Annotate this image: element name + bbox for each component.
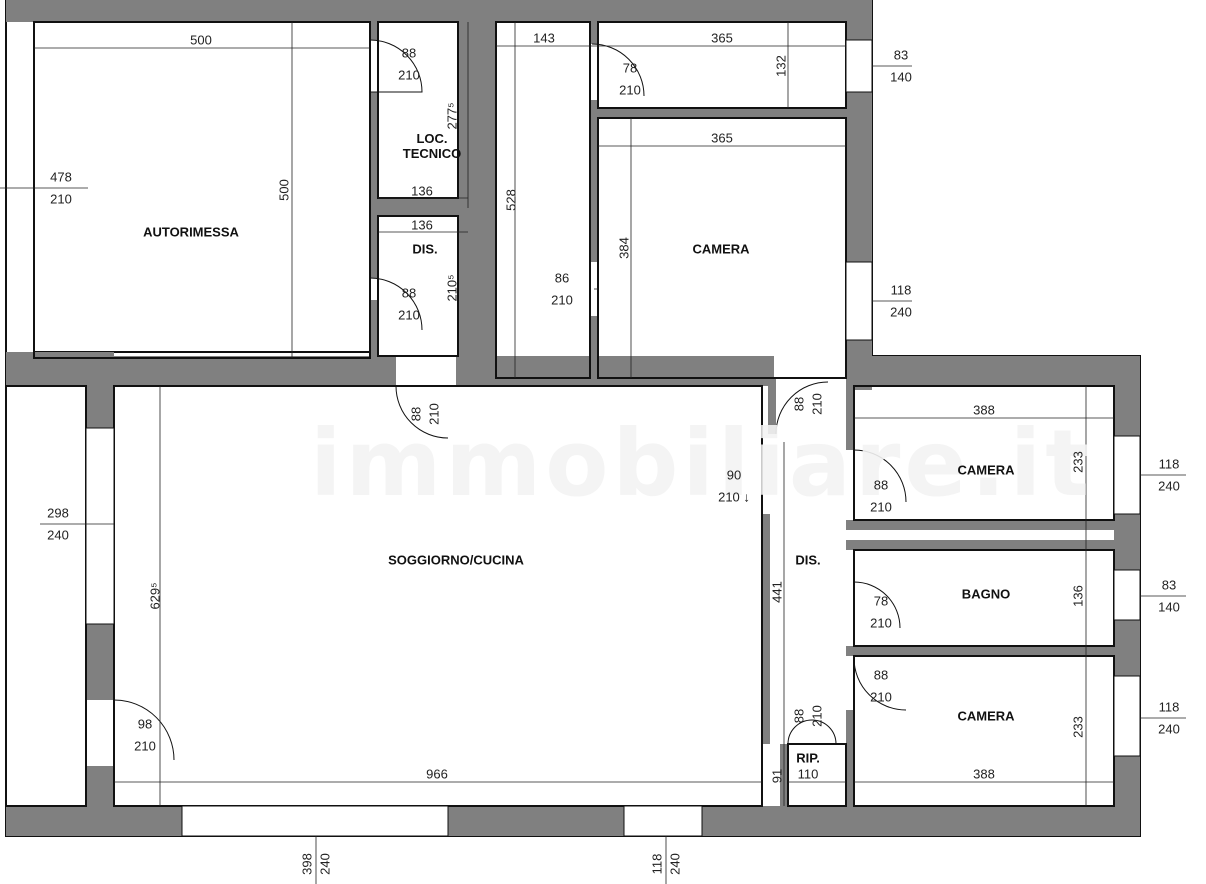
opening-width-label: 88 <box>408 406 424 422</box>
opening-height-label: 210 <box>398 307 420 323</box>
opening-height-label: 210 <box>870 615 892 631</box>
room-label-soggiorno-cucina: SOGGIORNO/CUCINA <box>388 552 524 568</box>
room-label-rip: RIP. <box>796 750 820 766</box>
opening-height-label: 210 <box>809 393 825 415</box>
opening-height-label: 210 <box>426 403 442 425</box>
dimension-label: 277⁵ <box>444 102 460 130</box>
opening-width-label: 98 <box>137 716 153 732</box>
room-label-loc-tecnico: LOC. TECNICO <box>402 131 462 161</box>
dimension-label: 365 <box>711 130 733 146</box>
opening-height-label: 140 <box>890 69 912 85</box>
opening-width-label: 88 <box>791 396 807 412</box>
dimension-label: 500 <box>190 32 212 48</box>
opening-width-label: 478 <box>50 169 72 185</box>
dimension-label: 966 <box>426 766 448 782</box>
wall-mass <box>6 0 1140 836</box>
opening-height-label: 240 <box>1158 721 1180 737</box>
opening-width-label: 78 <box>622 60 638 76</box>
opening-width-label: 88 <box>401 45 417 61</box>
opening-width-label: 83 <box>893 47 909 63</box>
opening-height-label: 210 <box>619 82 641 98</box>
room-label-dis-top: DIS. <box>412 241 438 257</box>
dimension-label: 388 <box>973 766 995 782</box>
door-swings <box>113 39 907 761</box>
dimension-label: 528 <box>503 189 519 211</box>
dimension-label: 110 <box>797 766 819 782</box>
dimension-label: 388 <box>973 402 995 418</box>
dimension-label: 384 <box>616 237 632 259</box>
opening-height-label: 210 <box>134 738 156 754</box>
room-label-dis-main: DIS. <box>795 552 821 568</box>
opening-height-label: 140 <box>1158 599 1180 615</box>
opening-width-label: 88 <box>873 477 889 493</box>
dimension-label: 629⁵ <box>147 582 163 610</box>
opening-width-label: 86 <box>554 270 570 286</box>
opening-height-label: 210 ↓ <box>718 489 750 505</box>
opening-height-label: 240 <box>890 304 912 320</box>
opening-width-label: 298 <box>47 505 69 521</box>
dimension-label: 136 <box>1070 585 1086 607</box>
room-label-camera-1: CAMERA <box>692 241 750 257</box>
room-label-autorimessa: AUTORIMESSA <box>143 224 239 240</box>
opening-width-label: 88 <box>873 667 889 683</box>
opening-height-label: 210 <box>398 67 420 83</box>
opening-width-label: 118 <box>890 282 912 298</box>
opening-width-label: 118 <box>1158 699 1180 715</box>
opening-height-label: 210 <box>551 292 573 308</box>
opening-width-label: 78 <box>873 593 889 609</box>
dimension-label: 91 <box>769 768 785 784</box>
opening-width-label: 118 <box>649 853 665 875</box>
dimension-label: 132 <box>773 55 789 77</box>
dimension-label: 233 <box>1070 716 1086 738</box>
dimension-label: 136 <box>411 183 433 199</box>
opening-height-label: 240 <box>1158 478 1180 494</box>
opening-height-label: 240 <box>667 853 683 875</box>
dimension-label: 441 <box>769 581 785 603</box>
dimension-label: 500 <box>276 179 292 201</box>
opening-height-label: 210 <box>870 689 892 705</box>
dimension-label: 210⁵ <box>444 274 460 302</box>
dimension-label: 136 <box>411 217 433 233</box>
opening-height-label: 240 <box>47 527 69 543</box>
room-label-camera-3: CAMERA <box>957 708 1015 724</box>
dimension-label: 143 <box>533 30 555 46</box>
opening-width-label: 118 <box>1158 456 1180 472</box>
opening-width-label: 88 <box>401 285 417 301</box>
opening-width-label: 90 <box>726 467 742 483</box>
opening-height-label: 210 <box>870 499 892 515</box>
room-label-camera-2: CAMERA <box>957 462 1015 478</box>
dimension-label: 365 <box>711 30 733 46</box>
opening-width-label: 88 <box>791 708 807 724</box>
windows <box>85 39 1141 837</box>
wall-outlines <box>5 21 1115 807</box>
opening-height-label: 210 <box>50 191 72 207</box>
opening-height-label: 240 <box>317 853 333 875</box>
room-label-bagno: BAGNO <box>961 586 1011 602</box>
opening-height-label: 210 <box>809 705 825 727</box>
opening-width-label: 83 <box>1161 577 1177 593</box>
opening-width-label: 398 <box>299 853 315 875</box>
dimension-lines <box>0 22 1186 884</box>
dimension-label: 233 <box>1070 451 1086 473</box>
